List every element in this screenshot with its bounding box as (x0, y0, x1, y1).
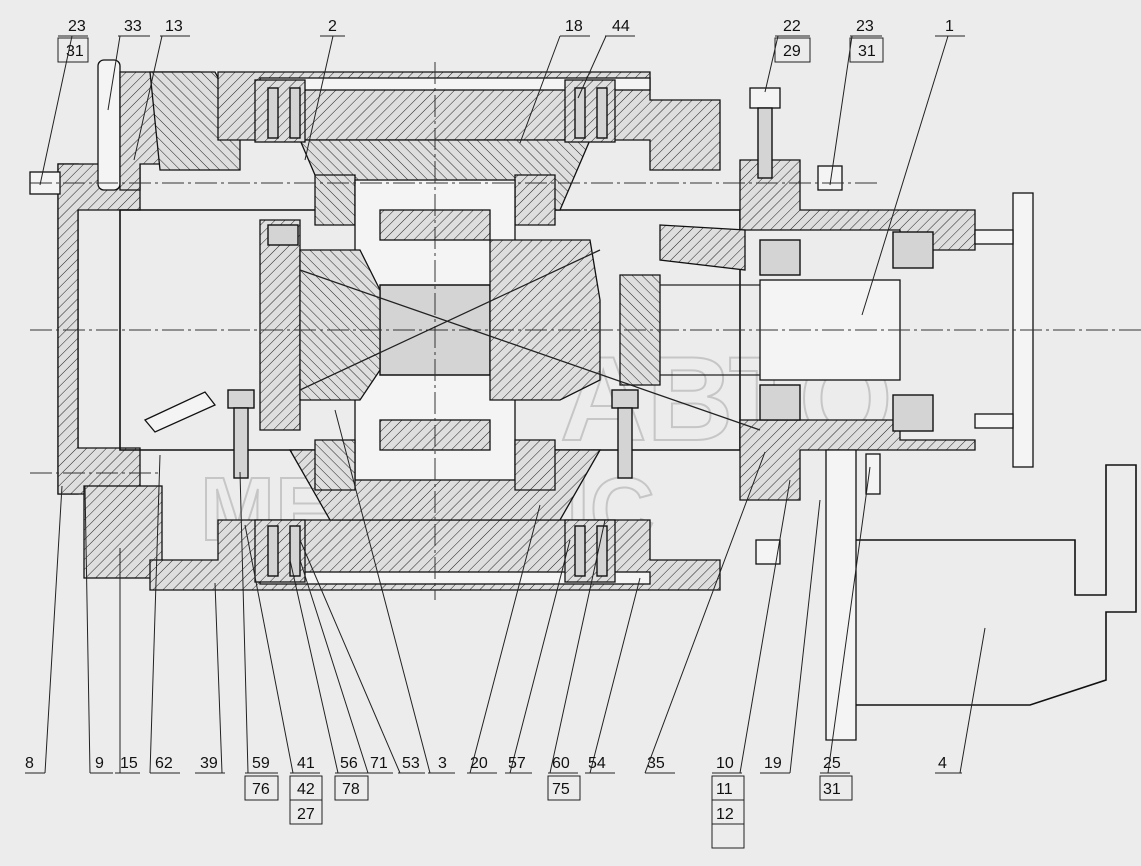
label-2: 2 (328, 18, 337, 35)
label-54: 54 (588, 755, 606, 772)
bracket (755, 449, 1137, 741)
label-39: 39 (200, 755, 218, 772)
label-8: 8 (25, 755, 34, 772)
top-bearings (254, 79, 616, 583)
label-23-left: 23 (68, 18, 86, 35)
label-59: 59 (252, 755, 270, 772)
label-13: 13 (165, 18, 183, 35)
label-25: 25 (823, 755, 841, 772)
label-20: 20 (470, 755, 488, 772)
label-3: 3 (438, 755, 447, 772)
label-75: 75 (552, 781, 570, 798)
callout-labels: 23 31 33 13 2 18 44 22 29 23 31 1 8 9 15… (25, 18, 954, 823)
label-31-right: 31 (858, 43, 876, 60)
label-9: 9 (95, 755, 104, 772)
leader-lines (25, 35, 986, 849)
label-18: 18 (565, 18, 583, 35)
label-29: 29 (783, 43, 801, 60)
label-35: 35 (647, 755, 665, 772)
label-42: 42 (297, 781, 315, 798)
label-60: 60 (552, 755, 570, 772)
label-31-bottom: 31 (823, 781, 841, 798)
label-22: 22 (783, 18, 801, 35)
label-33: 33 (124, 18, 142, 35)
label-56: 56 (340, 755, 358, 772)
label-53: 53 (402, 755, 420, 772)
label-62: 62 (155, 755, 173, 772)
label-57: 57 (508, 755, 526, 772)
label-1: 1 (945, 18, 954, 35)
label-23-right: 23 (856, 18, 874, 35)
left-housing (29, 59, 241, 579)
label-27: 27 (297, 806, 315, 823)
label-19: 19 (764, 755, 782, 772)
bolts (143, 389, 639, 479)
label-12: 12 (716, 806, 734, 823)
label-41: 41 (297, 755, 315, 772)
label-71: 71 (370, 755, 388, 772)
central-gear (259, 174, 601, 491)
label-78: 78 (342, 781, 360, 798)
label-44: 44 (612, 18, 630, 35)
label-11: 11 (716, 781, 733, 798)
label-10: 10 (716, 755, 734, 772)
label-4: 4 (938, 755, 947, 772)
label-31-left: 31 (66, 43, 84, 60)
label-76: 76 (252, 781, 270, 798)
label-15: 15 (120, 755, 138, 772)
